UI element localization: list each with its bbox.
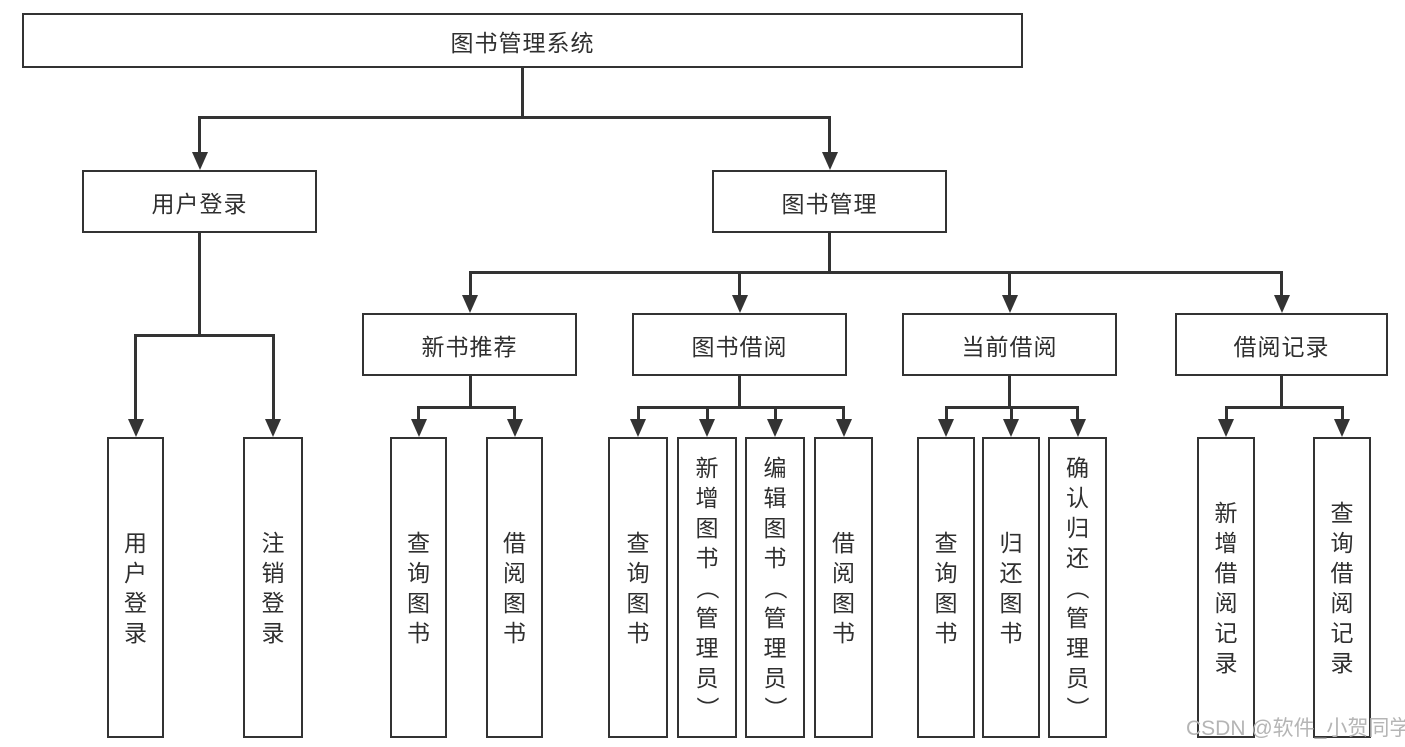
- arrowhead-down-icon: [410, 419, 427, 437]
- connector-line: [468, 270, 472, 298]
- connector-line: [828, 233, 831, 272]
- arrowhead-down-icon: [630, 419, 646, 437]
- node-book-borrow: 图书借阅: [632, 313, 847, 376]
- arrowhead-down-icon: [1334, 419, 1350, 437]
- arrowhead-down-icon: [731, 295, 748, 313]
- connector-line: [271, 333, 275, 421]
- connector-line: [417, 405, 420, 422]
- connector-line: [468, 270, 1283, 274]
- connector-line: [705, 405, 709, 422]
- node-new-book-recommend: 新书推荐: [362, 313, 577, 376]
- connector-line: [1009, 405, 1013, 422]
- connector-line: [1224, 405, 1344, 409]
- leaf-records-query-record: 查询借阅记录: [1313, 437, 1371, 738]
- node-user-login: 用户登录: [82, 170, 317, 233]
- node-root-library-system: 图书管理系统: [22, 13, 1023, 68]
- connector-line: [1280, 376, 1283, 407]
- leaf-borrow-query-books: 查询图书: [608, 437, 668, 738]
- leaf-borrow-add-books-admin: 新增图书（管理员）: [677, 437, 737, 738]
- leaf-current-confirm-return-admin: 确认归还（管理员）: [1048, 437, 1107, 738]
- connector-line: [134, 333, 137, 421]
- node-current-borrow: 当前借阅: [902, 313, 1117, 376]
- arrowhead-down-icon: [1003, 419, 1019, 437]
- watermark: CSDN @软件_小贺同学: [1186, 717, 1405, 740]
- node-borrow-records: 借阅记录: [1175, 313, 1388, 376]
- arrowhead-down-icon: [938, 419, 954, 437]
- arrowhead-down-icon: [191, 152, 208, 170]
- connector-line: [513, 405, 516, 422]
- connector-line: [944, 405, 948, 422]
- arrowhead-down-icon: [767, 419, 783, 437]
- leaf-borrow-borrow-books: 借阅图书: [814, 437, 873, 738]
- connector-line: [773, 405, 777, 422]
- arrowhead-down-icon: [127, 419, 144, 437]
- arrowhead-down-icon: [835, 419, 852, 437]
- leaf-current-query-books: 查询图书: [917, 437, 975, 738]
- arrowhead-down-icon: [462, 295, 478, 313]
- connector-line: [1280, 270, 1283, 298]
- connector-line: [1008, 376, 1011, 407]
- connector-line: [636, 405, 640, 422]
- leaf-recommend-borrow-books: 借阅图书: [486, 437, 543, 738]
- connector-line: [1008, 270, 1011, 298]
- arrowhead-down-icon: [265, 419, 281, 437]
- connector-line: [521, 68, 524, 117]
- connector-line: [636, 405, 845, 409]
- connector-line: [417, 405, 516, 409]
- arrowhead-down-icon: [821, 152, 838, 170]
- connector-line: [738, 270, 741, 298]
- connector-line: [1076, 405, 1079, 422]
- connector-line: [134, 333, 275, 337]
- connector-line: [468, 376, 472, 407]
- connector-line: [842, 405, 845, 422]
- arrowhead-down-icon: [1218, 419, 1234, 437]
- leaf-borrow-edit-books-admin: 编辑图书（管理员）: [745, 437, 805, 738]
- leaf-records-add-record: 新增借阅记录: [1197, 437, 1255, 738]
- connector-line: [198, 115, 201, 154]
- leaf-recommend-query-books: 查询图书: [390, 437, 447, 738]
- connector-line: [828, 115, 831, 154]
- connector-line: [738, 376, 741, 407]
- connector-line: [1340, 405, 1344, 422]
- connector-line: [197, 115, 831, 119]
- connector-line: [198, 233, 201, 337]
- leaf-logout: 注销登录: [243, 437, 303, 738]
- leaf-user-login: 用户登录: [107, 437, 164, 738]
- arrowhead-down-icon: [506, 419, 523, 437]
- leaf-current-return-books: 归还图书: [982, 437, 1040, 738]
- node-book-management: 图书管理: [712, 170, 947, 233]
- arrowhead-down-icon: [1001, 295, 1018, 313]
- arrowhead-down-icon: [699, 419, 715, 437]
- arrowhead-down-icon: [1273, 295, 1290, 313]
- arrowhead-down-icon: [1069, 419, 1086, 437]
- connector-line: [1224, 405, 1228, 422]
